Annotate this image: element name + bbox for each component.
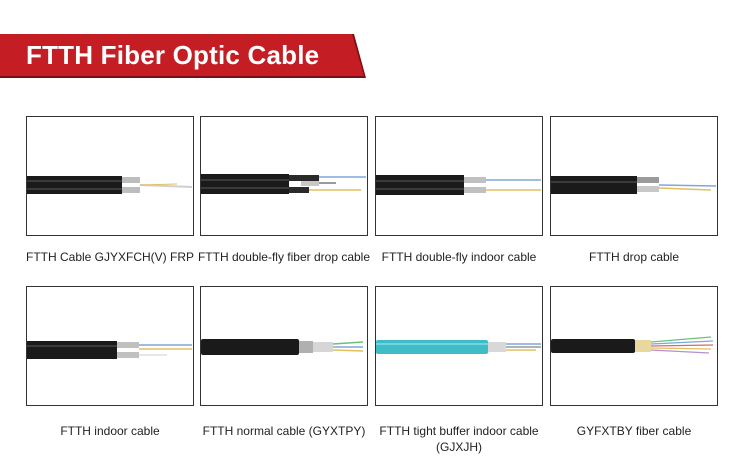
product-caption: FTTH double-fly fiber drop cable [197,250,371,264]
product-image-card[interactable] [375,286,543,406]
product-image-card[interactable] [550,116,718,236]
product-caption: FTTH double-fly indoor cable [381,250,537,264]
product-image-card[interactable] [200,286,368,406]
product-image-card[interactable] [26,286,194,406]
indoor-cable-image [27,341,192,359]
product-caption: FTTH Cable GJYXFCH(V) FRP [25,250,194,264]
product-caption: GYFXTBY fiber cable [576,424,692,438]
product-caption: FTTH drop cable [588,250,680,264]
tight-buffer-indoor-cable-image [376,340,541,354]
product-image-card[interactable] [550,286,718,406]
double-fly-drop-cable-image [201,174,366,194]
gyfxtby-fiber-cable-image [551,336,714,354]
product-image-card[interactable] [26,116,194,236]
normal-cable-image [201,339,364,355]
product-caption: FTTH tight buffer indoor cable (GJXJH) [379,424,539,454]
header-banner [0,34,364,76]
drop-cable-image [551,176,717,194]
product-caption: FTTH indoor cable [60,424,160,438]
page-title: FTTH Fiber Optic Cable [26,40,320,70]
double-fly-indoor-cable-image [376,175,541,195]
product-image-card[interactable] [200,116,368,236]
product-image-card[interactable] [375,116,543,236]
product-caption: FTTH normal cable (GYXTPY) [202,424,366,438]
flat-drop-cable-image [27,176,193,194]
